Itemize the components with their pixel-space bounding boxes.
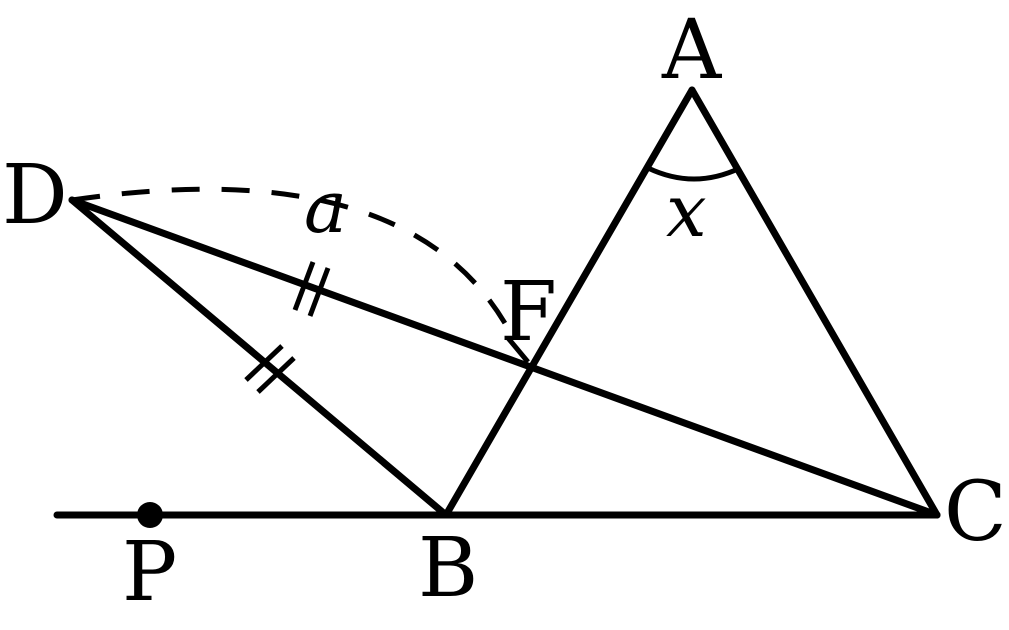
equal-ticks-DB [244, 344, 296, 394]
segment-DC [68, 196, 941, 519]
label-A: A [661, 3, 723, 98]
segment-AC [688, 86, 941, 519]
angle-arc-A [646, 165, 742, 182]
label-C: C [944, 465, 1007, 560]
label-B: B [418, 521, 478, 616]
segment-AB [442, 86, 696, 519]
point-P [137, 502, 163, 528]
segment-DB [68, 196, 450, 519]
label-P: P [122, 525, 177, 620]
label-arc-a: a [304, 165, 347, 249]
label-D: D [2, 148, 68, 243]
arc-DF [71, 186, 513, 334]
label-F: F [500, 265, 557, 360]
arc-endpoint-tick [506, 336, 530, 364]
equal-ticks-DC [292, 261, 331, 317]
label-angle-x: x [666, 169, 707, 253]
